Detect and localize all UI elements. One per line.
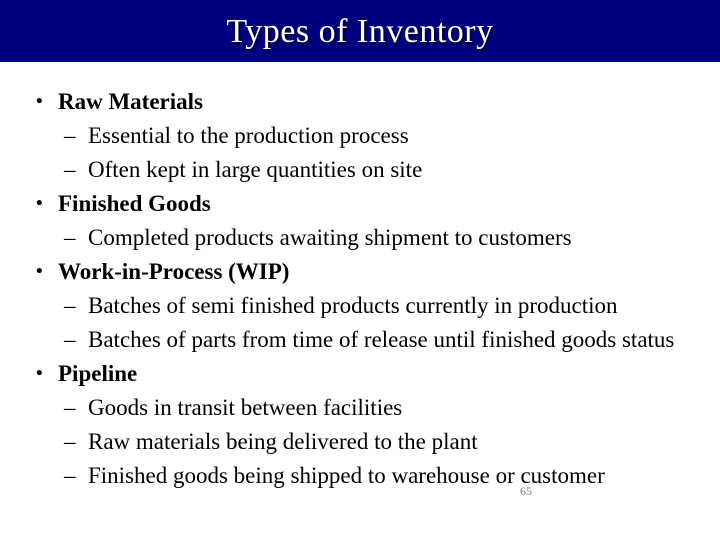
sub-bullet-item: –Batches of semi finished products curre… (0, 289, 708, 323)
sub-bullet-text: Finished goods being shipped to warehous… (88, 463, 605, 488)
dash-glyph: – (64, 327, 76, 352)
sub-bullet-item: –Completed products awaiting shipment to… (0, 221, 708, 255)
sub-bullet-text: Essential to the production process (88, 123, 409, 148)
dash-glyph: – (64, 429, 76, 454)
sub-bullet-text: Completed products awaiting shipment to … (88, 225, 572, 250)
bullet-label: Finished Goods (58, 191, 211, 216)
bullet-item: • Raw Materials (0, 85, 708, 119)
sub-bullet-text: Goods in transit between facilities (88, 395, 403, 420)
page-number: 65 (520, 484, 532, 498)
sub-bullet-item: –Raw materials being delivered to the pl… (0, 425, 708, 459)
sub-bullet-text: Raw materials being delivered to the pla… (88, 429, 478, 454)
sub-bullet-item: –Essential to the production process (0, 119, 708, 153)
dash-glyph: – (64, 123, 76, 148)
sub-bullet-text: Batches of parts from time of release un… (88, 327, 675, 352)
sub-bullet-item: –Batches of parts from time of release u… (0, 323, 708, 357)
sub-bullet-text: Often kept in large quantities on site (88, 157, 423, 182)
dash-glyph: – (64, 225, 76, 250)
bullet-glyph: • (36, 91, 43, 112)
sub-bullet-item: –Goods in transit between facilities (0, 391, 708, 425)
bullet-label: Raw Materials (58, 89, 203, 114)
dash-glyph: – (64, 463, 76, 488)
bullet-item: • Finished Goods (0, 187, 708, 221)
slide-title: Types of Inventory (226, 13, 494, 50)
bullet-item: • Work-in-Process (WIP) (0, 255, 708, 289)
bullet-list: •Raw Materials–Essential to the producti… (0, 85, 708, 493)
title-bar: Types of Inventory (0, 0, 720, 62)
bullet-label: Pipeline (58, 361, 138, 386)
dash-glyph: – (64, 293, 76, 318)
bullet-label: Work-in-Process (WIP) (58, 259, 290, 284)
bullet-item: • Pipeline (0, 357, 708, 391)
sub-bullet-text: Batches of semi finished products curren… (88, 293, 618, 318)
bullet-glyph: • (36, 193, 43, 214)
dash-glyph: – (64, 395, 76, 420)
bullet-glyph: • (36, 261, 43, 282)
sub-bullet-item: –Finished goods being shipped to warehou… (0, 459, 708, 493)
dash-glyph: – (64, 157, 76, 182)
slide-body: •Raw Materials–Essential to the producti… (0, 85, 708, 493)
sub-bullet-item: –Often kept in large quantities on site (0, 153, 708, 187)
bullet-glyph: • (36, 363, 43, 384)
